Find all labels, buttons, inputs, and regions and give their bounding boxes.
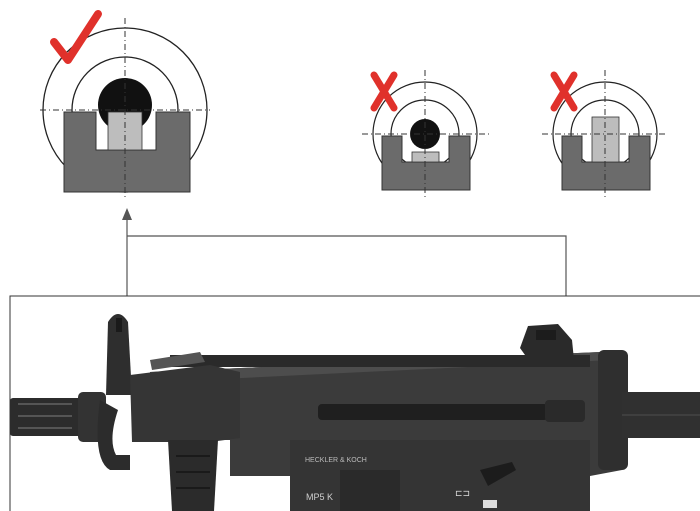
hand-stop: [97, 400, 130, 470]
foregrip: [168, 440, 218, 511]
trigger-guard: [340, 470, 400, 511]
gun-photo: HECKLER & KOCH MP5 K ⊏⊐: [10, 314, 700, 511]
sight-diagram-correct: [40, 10, 210, 200]
cocking-handle: [150, 352, 205, 370]
rear-sight-leader: [127, 235, 567, 316]
front-block: [130, 365, 240, 442]
lower-receiver: [290, 440, 590, 511]
x-icon: [370, 71, 398, 112]
check-icon: [50, 10, 102, 64]
model-marking: MP5 K: [306, 492, 333, 502]
front-sight: [106, 314, 132, 395]
rear-notch: [381, 135, 471, 191]
safe-marking: ⊏⊐: [455, 489, 470, 499]
stock-hinge: [598, 350, 628, 470]
rear-notch: [63, 111, 191, 193]
top-rail: [170, 355, 590, 367]
selector-lever: [480, 462, 516, 486]
rear-sight: [520, 324, 574, 362]
x-icon: [550, 71, 578, 112]
maker-marking: HECKLER & KOCH: [305, 457, 367, 464]
rear-notch: [561, 135, 651, 191]
cocking-slot: [318, 404, 548, 420]
sight-diagram-incorrect-1: [362, 70, 490, 200]
single-fire-marking: [483, 500, 497, 508]
sight-diagram-incorrect-2: [542, 70, 668, 200]
arrow-head-icon: [122, 208, 132, 220]
aperture-bead: [410, 119, 440, 149]
